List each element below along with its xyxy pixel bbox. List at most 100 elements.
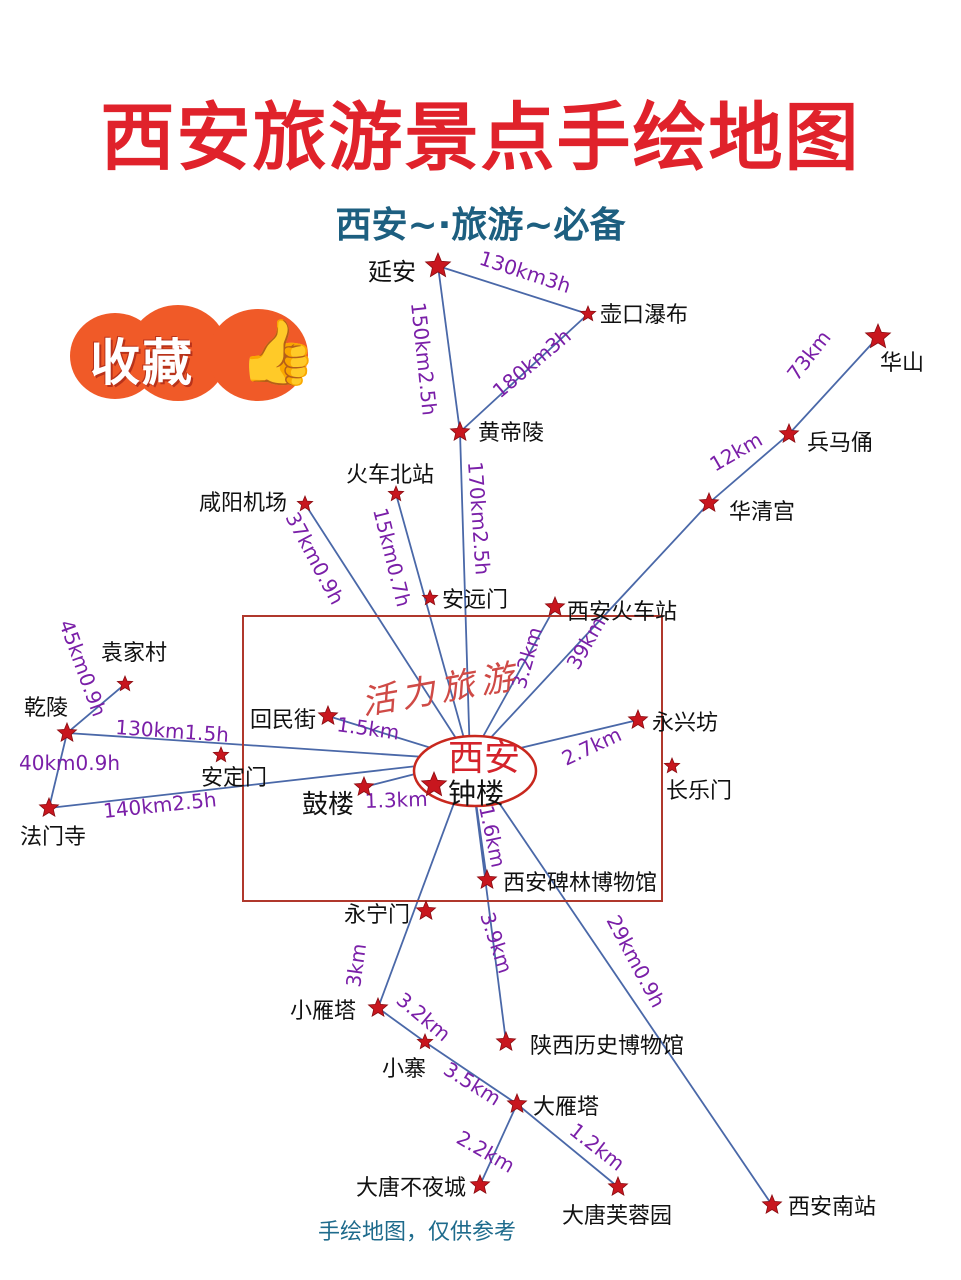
place-name: 咸阳机场 <box>199 491 287 516</box>
place-qianling[interactable]: 乾陵 <box>24 696 78 742</box>
route-distance-label: 130km1.5h <box>115 715 230 747</box>
favorite-badge[interactable]: 收藏 👍 <box>70 305 318 401</box>
star-icon <box>449 420 471 441</box>
place-xiaoyan[interactable]: 小雁塔 <box>290 996 389 1024</box>
route-line-yanan-hukou <box>437 265 589 315</box>
star-icon <box>476 868 498 889</box>
place-dayan[interactable]: 大雁塔 <box>506 1092 600 1120</box>
place-yanan[interactable]: 延安 <box>368 251 452 286</box>
place-name: 法门寺 <box>20 825 86 850</box>
star-icon <box>761 1193 783 1214</box>
place-furong[interactable]: 大唐芙蓉园 <box>562 1175 672 1229</box>
map-subtitle: 西安~·旅游~必备 <box>335 205 626 246</box>
route-line-dayan-budiye <box>479 1103 518 1186</box>
place-hukou[interactable]: 壶口瀑布 <box>579 303 688 328</box>
place-beizhan[interactable]: 火车北站 <box>346 463 434 502</box>
star-icon <box>353 775 375 796</box>
route-distance-label: 15km0.7h <box>368 505 416 609</box>
place-name: 回民街 <box>250 708 316 733</box>
place-famen[interactable]: 法门寺 <box>20 796 86 850</box>
place-huimin[interactable]: 回民街 <box>250 704 339 733</box>
place-huochezhan[interactable]: 西安火车站 <box>544 595 678 625</box>
place-name: 华清宫 <box>729 500 795 525</box>
place-yongxing[interactable]: 永兴坊 <box>627 708 719 736</box>
place-zhonglou[interactable]: 钟楼 <box>420 770 504 810</box>
route-distance-label: 1.3km <box>364 787 428 813</box>
route-line-huochezhan-center <box>469 606 556 761</box>
route-line-xiaozhai-dayan <box>424 1041 518 1105</box>
star-icon <box>367 996 389 1017</box>
center-ellipse <box>412 734 538 808</box>
favorite-label: 收藏 <box>90 334 194 392</box>
route-line-beizhan-center <box>395 493 471 761</box>
thumbs-up-icon: 👍 <box>238 316 318 390</box>
place-name: 长乐门 <box>666 779 732 804</box>
place-gulou[interactable]: 鼓楼 <box>302 775 375 820</box>
route-distance-label: 3.9km <box>475 909 517 976</box>
route-distance-label: 29km0.9h <box>602 911 671 1011</box>
place-xianyang[interactable]: 咸阳机场 <box>199 491 314 516</box>
star-icon <box>506 1092 528 1113</box>
place-yongning[interactable]: 永宁门 <box>344 899 437 928</box>
place-name: 大唐芙蓉园 <box>562 1204 672 1229</box>
place-name: 安定门 <box>201 766 267 791</box>
route-distance-label: 40km0.9h <box>19 751 120 775</box>
badge-blob <box>208 309 308 401</box>
route-line-qianling-yuanjia <box>66 683 126 734</box>
place-name: 大唐不夜城 <box>356 1176 466 1201</box>
place-name: 西安火车站 <box>567 600 677 625</box>
place-bingma[interactable]: 兵马俑 <box>778 422 874 456</box>
place-name: 西安碑林博物馆 <box>503 871 657 896</box>
star-icon <box>416 1032 434 1050</box>
route-distance-label: 1.2km <box>565 1118 629 1176</box>
route-line-nanzhan-center <box>469 759 773 1206</box>
place-huaqing[interactable]: 华清宫 <box>698 491 796 525</box>
star-icon <box>778 422 800 443</box>
place-name: 西安南站 <box>788 1195 876 1220</box>
place-name: 火车北站 <box>346 463 434 488</box>
route-distance-label: 2.2km <box>453 1126 519 1178</box>
place-anding[interactable]: 安定门 <box>201 745 267 791</box>
star-icon <box>420 770 448 797</box>
star-icon <box>864 322 892 349</box>
route-distance-label: 180km3h <box>488 324 576 403</box>
route-line-huangdi-center <box>459 431 471 761</box>
place-name: 兵马俑 <box>807 431 873 456</box>
star-icon <box>415 899 437 920</box>
star-icon <box>212 745 230 763</box>
place-huashan[interactable]: 华山 <box>864 322 924 376</box>
route-line-yanan-huangdi <box>437 265 461 433</box>
star-icon <box>387 484 405 502</box>
route-line-qianling-center <box>66 732 471 761</box>
place-budiye[interactable]: 大唐不夜城 <box>356 1173 491 1201</box>
place-name: 永兴坊 <box>652 711 718 736</box>
star-icon <box>627 708 649 729</box>
place-name: 华山 <box>880 351 924 376</box>
place-huangdi[interactable]: 黄帝陵 <box>449 420 545 446</box>
place-name: 大雁塔 <box>533 1095 599 1120</box>
place-beilin[interactable]: 西安碑林博物馆 <box>476 868 658 896</box>
place-name: 小雁塔 <box>290 999 356 1024</box>
center-label: 西安 <box>448 738 520 779</box>
star-icon <box>56 721 78 742</box>
place-name: 永宁门 <box>344 903 410 928</box>
route-line-bingma-huaqing <box>708 433 790 504</box>
route-distance-label: 37km0.9h <box>281 508 350 608</box>
map-footer-note: 手绘地图，仅供参考 <box>318 1220 517 1245</box>
route-line-dayan-furong <box>516 1103 619 1188</box>
route-line-hukou-huangdi <box>459 313 589 433</box>
place-name: 延安 <box>368 258 416 286</box>
place-yuanjia[interactable]: 袁家村 <box>101 641 167 692</box>
place-anyuan[interactable]: 安远门 <box>421 588 508 613</box>
star-icon <box>544 595 566 616</box>
star-icon <box>424 251 452 278</box>
place-shaanxi[interactable]: 陕西历史博物馆 <box>495 1030 685 1059</box>
place-name: 黄帝陵 <box>478 421 544 446</box>
route-distance-label: 3.5km <box>439 1057 505 1111</box>
route-distance-label: 2.7km <box>558 722 625 770</box>
place-changle[interactable]: 长乐门 <box>663 756 732 804</box>
route-distance-label: 73km <box>782 326 836 385</box>
place-nanzhan[interactable]: 西安南站 <box>761 1193 877 1220</box>
place-xiaozhai[interactable]: 小寨 <box>382 1032 434 1082</box>
